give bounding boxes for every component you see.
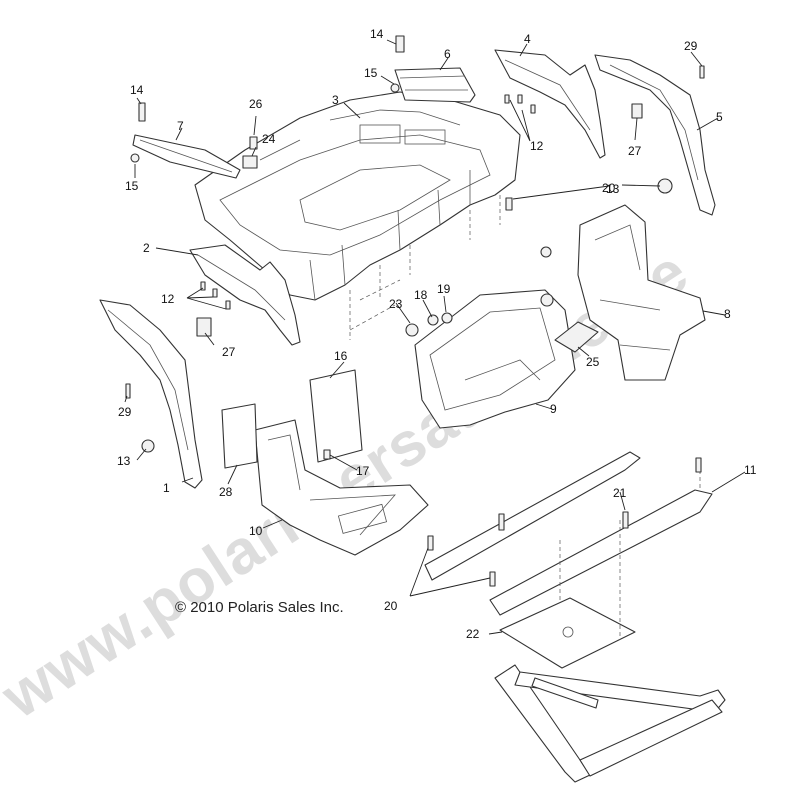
callout-1: 1 <box>163 481 170 495</box>
part-22-skid-plate[interactable] <box>499 597 636 669</box>
callout-26: 26 <box>249 97 263 111</box>
part-16-decal[interactable] <box>309 369 363 463</box>
callout-15b: 15 <box>125 179 139 193</box>
part-9-console-bin[interactable] <box>414 289 576 429</box>
callout-29a: 29 <box>684 39 698 53</box>
callout-18: 18 <box>414 288 428 302</box>
part-8-storage-bin[interactable] <box>577 204 706 381</box>
callout-12a: 12 <box>161 292 175 306</box>
part-10-floor-tray[interactable] <box>254 419 429 556</box>
part-28-decal[interactable] <box>221 403 258 469</box>
callout-16: 16 <box>334 349 348 363</box>
callout-22: 22 <box>466 627 480 641</box>
callout-7: 7 <box>177 119 184 133</box>
callout-19: 19 <box>437 282 451 296</box>
part-11-frame-rail[interactable] <box>424 451 713 616</box>
leader-lines <box>124 39 746 635</box>
part-2-lh-corner-panel[interactable] <box>189 244 301 346</box>
callout-23: 23 <box>389 297 403 311</box>
part-4-rh-corner-panel[interactable] <box>494 49 606 159</box>
callout-24: 24 <box>262 132 276 146</box>
part-1-lh-side-panel[interactable] <box>99 299 203 489</box>
callout-13a: 13 <box>117 454 131 468</box>
callout-25: 25 <box>586 355 600 369</box>
callout-4: 4 <box>524 32 531 46</box>
callout-8: 8 <box>724 307 731 321</box>
callout-15a: 15 <box>364 66 378 80</box>
callout-5: 5 <box>716 110 723 124</box>
callout-13b: 13 <box>606 182 620 196</box>
callout-20a: 20 <box>602 181 616 195</box>
copyright-notice: © 2010 Polaris Sales Inc. <box>175 599 344 616</box>
callout-14b: 14 <box>130 83 144 97</box>
part-5-rh-side-panel[interactable] <box>594 54 716 216</box>
part-6-top-rail[interactable] <box>394 67 476 103</box>
assembly-guide-lines <box>559 470 701 640</box>
part-7-side-rail[interactable] <box>132 134 241 179</box>
callout-9: 9 <box>550 402 557 416</box>
callouts: 1 2 3 4 5 6 7 8 9 10 11 12 12 13 13 14 1… <box>117 27 757 641</box>
callout-11: 11 <box>744 463 757 477</box>
part-25-latch[interactable] <box>554 321 599 353</box>
callout-10: 10 <box>249 524 263 538</box>
hardware[interactable] <box>125 35 705 587</box>
callout-6: 6 <box>444 47 451 61</box>
callout-27b: 27 <box>628 144 642 158</box>
callout-14a: 14 <box>370 27 384 41</box>
callout-2: 2 <box>143 241 150 255</box>
callout-20b: 20 <box>384 599 398 613</box>
callout-3: 3 <box>332 93 339 107</box>
callout-12b: 12 <box>530 139 544 153</box>
callout-21: 21 <box>613 486 627 500</box>
callout-28: 28 <box>219 485 233 499</box>
sub-frame[interactable] <box>494 664 726 783</box>
callout-27a: 27 <box>222 345 236 359</box>
callout-17: 17 <box>356 464 370 478</box>
callout-29b: 29 <box>118 405 132 419</box>
